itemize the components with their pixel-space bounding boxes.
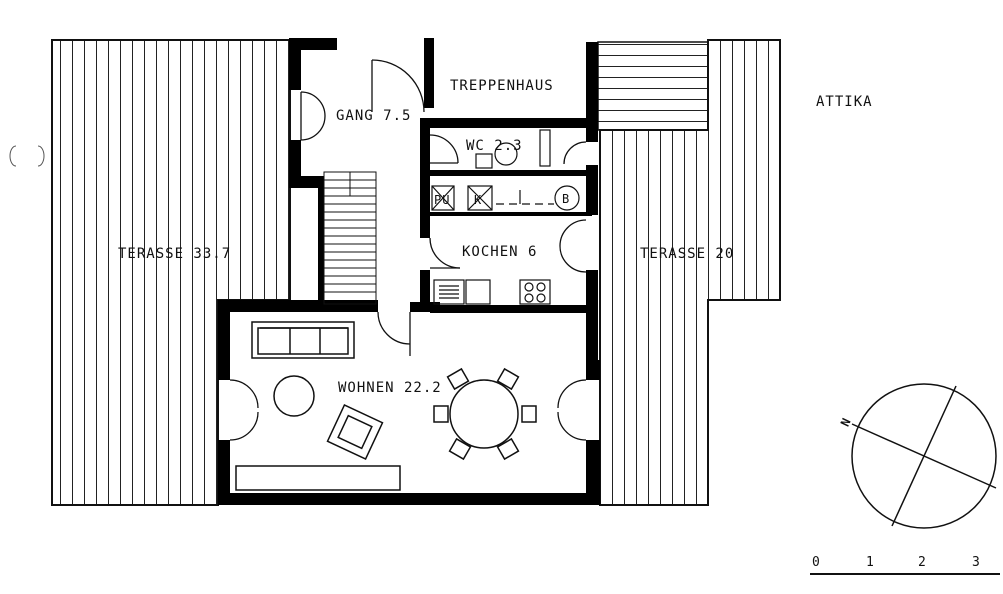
- terrace-east: [597, 39, 781, 506]
- scale-tick-1: 1: [866, 555, 874, 570]
- scale-tick-2: 2: [918, 555, 926, 570]
- room-labels: TERASSE 33.7 TERASSE 20 GANG 7.5 TREPPEN…: [118, 78, 873, 396]
- label-living: WOHNEN 22.2: [338, 380, 442, 396]
- label-appliance-pu: PU: [434, 193, 450, 207]
- label-terrace-east: TERASSE 20: [640, 246, 734, 262]
- label-corridor: GANG 7.5: [336, 108, 411, 124]
- scale-bar: 0 1 2 3: [810, 555, 1000, 575]
- kitchen-fixtures: [431, 185, 580, 305]
- north-compass: N: [838, 383, 997, 529]
- label-wc: WC 2.3: [466, 138, 523, 154]
- scale-tick-3: 3: [972, 555, 980, 570]
- label-appliance-k: K: [474, 193, 482, 207]
- wc-fixtures: [475, 129, 551, 169]
- label-appliance-b: B: [562, 192, 570, 206]
- dining-chairs: [433, 367, 537, 461]
- north-letter: N: [838, 416, 854, 428]
- doors: [229, 59, 587, 441]
- armchair: [326, 404, 384, 460]
- walls: [218, 38, 600, 505]
- label-terrace-west: TERASSE 33.7: [118, 246, 231, 262]
- edge-mark: [9, 145, 45, 167]
- label-attic: ATTIKA: [816, 94, 873, 110]
- living-furniture: [235, 321, 537, 491]
- staircase: [323, 171, 377, 305]
- label-stairwell: TREPPENHAUS: [450, 78, 554, 94]
- scale-tick-0: 0: [812, 555, 820, 570]
- label-kitchen: KOCHEN 6: [462, 244, 537, 260]
